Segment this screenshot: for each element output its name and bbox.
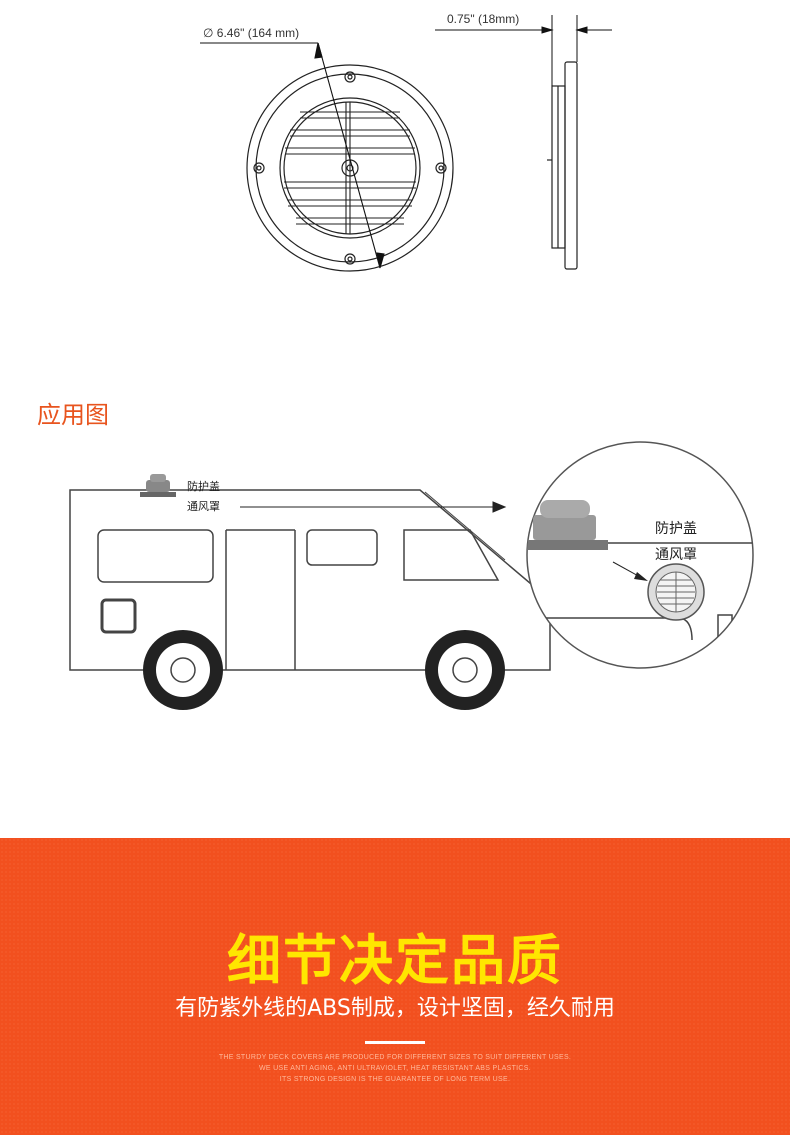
vent-technical-drawing bbox=[200, 15, 612, 272]
banner-subtitle: 有防紫外线的ABS制成，设计坚固，经久耐用 bbox=[175, 996, 615, 1021]
fine-print-line-2: WE USE ANTI AGING, ANTI ULTRAVIOLET, HEA… bbox=[259, 1065, 531, 1072]
zoom-vent-label: 通风罩 bbox=[655, 547, 697, 563]
depth-dimension-label: 0.75" (18mm) bbox=[447, 12, 520, 26]
banner-divider bbox=[365, 1041, 425, 1044]
quality-banner: 细节决定品质 有防紫外线的ABS制成，设计坚固，经久耐用 THE STURDY … bbox=[0, 838, 790, 1135]
diameter-dimension-label: ∅ 6.46" (164 mm) bbox=[203, 26, 300, 40]
zoom-cover-label: 防护盖 bbox=[655, 521, 697, 537]
scene-vent-label: 通风罩 bbox=[187, 500, 220, 513]
fine-print-line-3: ITS STRONG DESIGN IS THE GUARANTEE OF LO… bbox=[279, 1076, 511, 1083]
application-section-title: 应用图 bbox=[37, 401, 109, 429]
fine-print-line-1: THE STURDY DECK COVERS ARE PRODUCED FOR … bbox=[218, 1054, 572, 1061]
banner-title: 细节决定品质 bbox=[227, 929, 563, 992]
scene-cover-label: 防护盖 bbox=[187, 480, 220, 493]
rv-application-illustration bbox=[69, 441, 754, 710]
